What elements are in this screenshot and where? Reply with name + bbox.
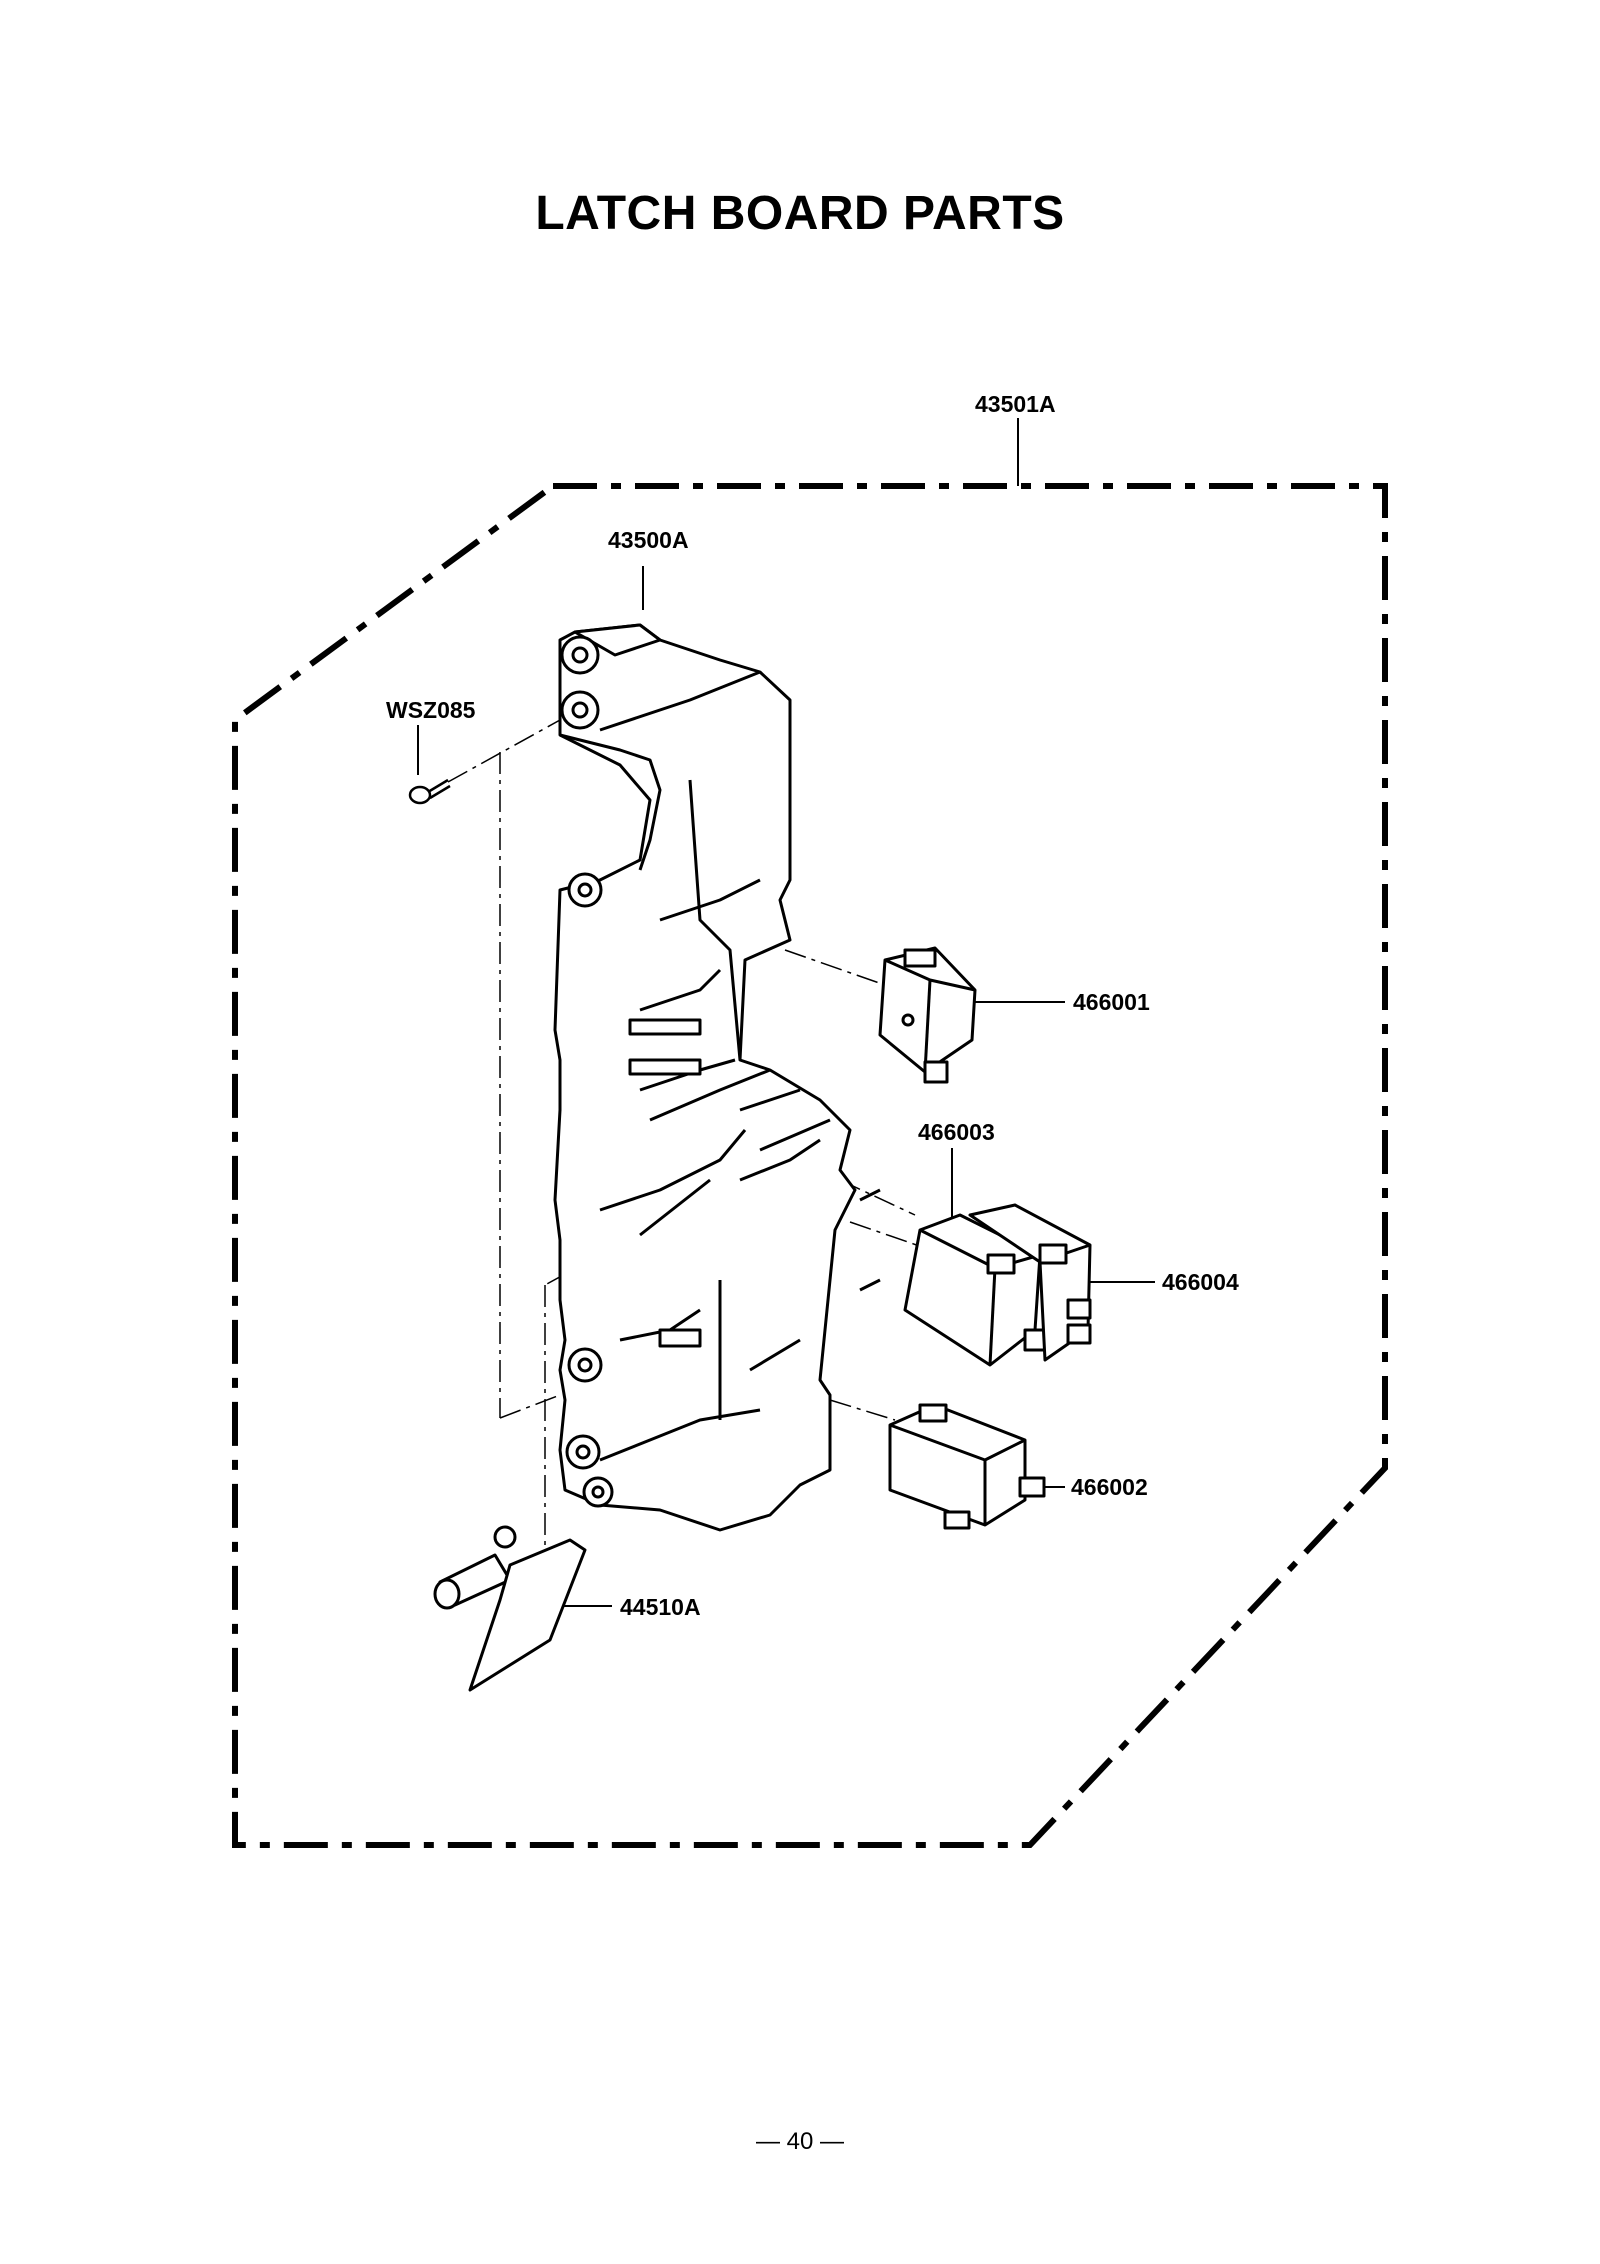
label-466003: 466003 xyxy=(918,1119,995,1145)
page-number: — 40 — xyxy=(755,2128,845,2155)
label-466001: 466001 xyxy=(1073,989,1150,1015)
label-466004: 466004 xyxy=(1162,1269,1239,1295)
switch-466003 xyxy=(903,1213,1049,1367)
label-wsz085: WSZ085 xyxy=(386,697,476,723)
assembly-boundary xyxy=(232,483,1388,1848)
latch-lever xyxy=(433,1525,587,1692)
label-44510a: 44510A xyxy=(620,1594,701,1620)
switch-466002 xyxy=(888,1403,1046,1530)
label-466002: 466002 xyxy=(1071,1474,1148,1500)
page-title: LATCH BOARD PARTS xyxy=(535,187,1065,240)
switch-466001 xyxy=(878,946,977,1084)
label-43500a: 43500A xyxy=(608,527,689,553)
latch-board xyxy=(553,623,881,1532)
screw-part xyxy=(408,778,451,805)
switch-466004 xyxy=(968,1203,1092,1362)
label-43501a: 43501A xyxy=(975,391,1056,417)
